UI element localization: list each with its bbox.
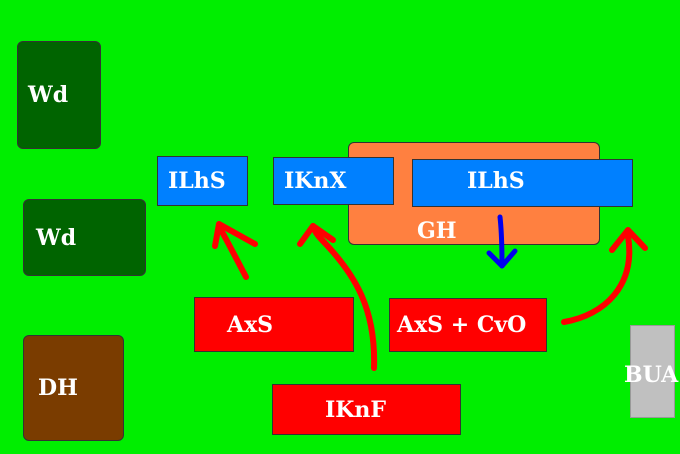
ilhs-right-label: ILhS (467, 168, 525, 194)
dh-block: DH (23, 335, 124, 441)
iknf-label: IKnF (325, 396, 387, 423)
wd-block-middle: Wd (23, 199, 146, 276)
axs-label: AxS (227, 311, 274, 338)
ilhs-left-label: ILhS (168, 168, 226, 194)
wd-top-label: Wd (28, 82, 69, 108)
ilhs-left-block: ILhS (157, 156, 248, 206)
iknf-block: IKnF (272, 384, 461, 435)
dh-label: DH (38, 375, 78, 401)
axs-cvo-label: AxS + CvO (397, 312, 527, 338)
ilhs-right-block: ILhS (412, 159, 633, 207)
iknx-block: IKnX (273, 157, 394, 205)
arrow-axs-to-ilhs-left (212, 221, 258, 280)
axs-block: AxS (194, 297, 354, 352)
wd-middle-label: Wd (36, 224, 77, 251)
iknx-label: IKnX (284, 168, 347, 194)
gh-label: GH (417, 218, 457, 244)
bua-block (630, 325, 675, 418)
bua-label: BUA (624, 362, 679, 388)
wd-block-top: Wd (17, 41, 101, 149)
axs-cvo-block: AxS + CvO (389, 298, 547, 352)
